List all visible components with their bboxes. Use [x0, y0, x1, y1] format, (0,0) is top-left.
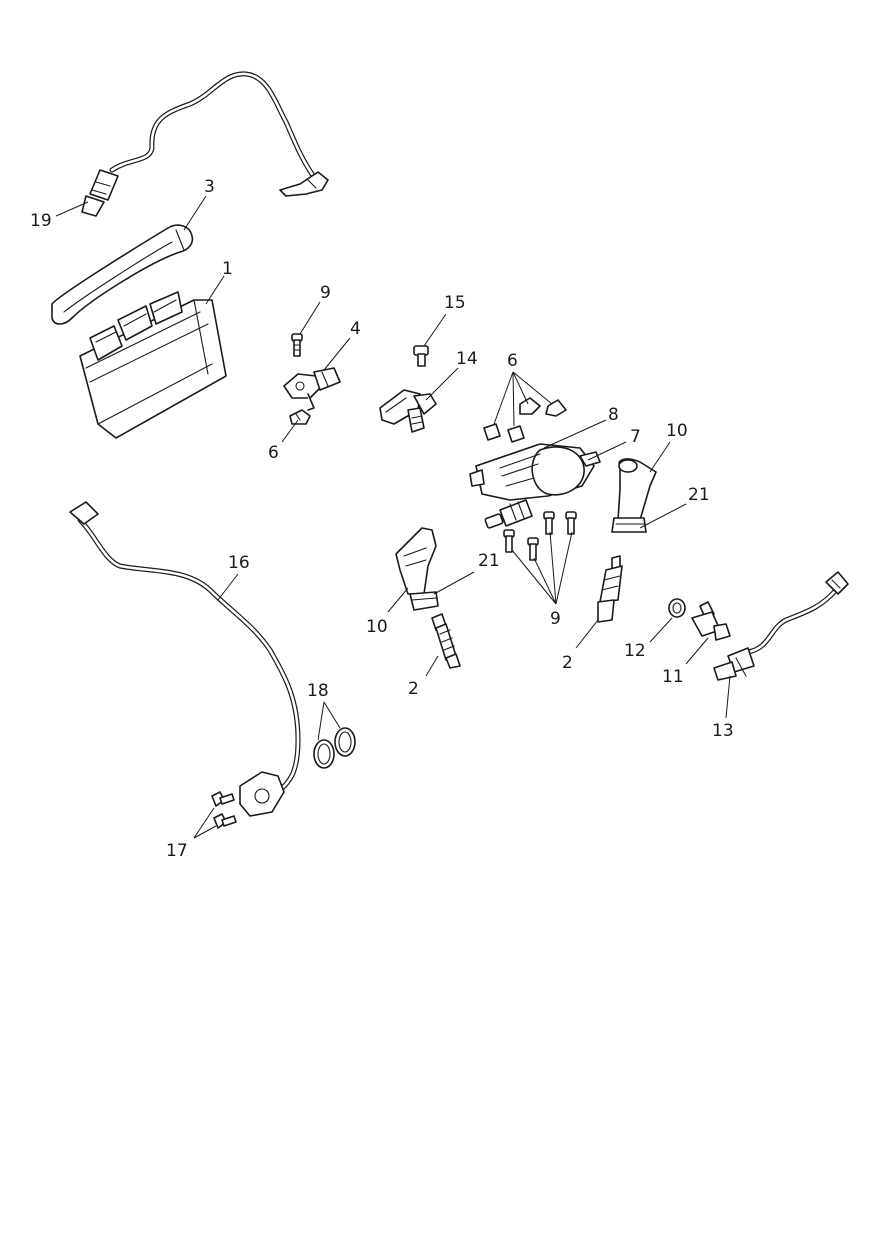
- callouts: 19 3 1 9 4 6 15 14 6 8 7 10 21 21 10 2 9…: [30, 177, 734, 861]
- bolts-17: [211, 791, 237, 829]
- bracket-strap: [51, 224, 194, 325]
- oxygen-sensor-upper: [81, 71, 329, 217]
- callout-3: 3: [204, 177, 215, 197]
- callout-15: 15: [444, 293, 466, 313]
- leader-lines: [55, 195, 731, 839]
- callout-21-left: 21: [478, 551, 500, 571]
- callout-10-right: 10: [666, 421, 688, 441]
- temperature-sensor: [691, 601, 731, 641]
- clips-group: [483, 397, 567, 443]
- callout-7: 7: [630, 427, 641, 447]
- callout-2-left: 2: [408, 679, 419, 699]
- callout-19: 19: [30, 211, 52, 231]
- pressure-sensor: [379, 389, 437, 433]
- callout-18: 18: [307, 681, 329, 701]
- callout-21-right: 21: [688, 485, 710, 505]
- callout-9-single: 9: [320, 283, 331, 303]
- sensor-bracket: [283, 367, 341, 411]
- ignition-cap-left: [395, 527, 439, 611]
- callout-2-right: 2: [562, 653, 573, 673]
- ignition-cap-right: [611, 458, 657, 533]
- callout-17: 17: [166, 841, 188, 861]
- oxygen-sensor-right: [713, 571, 849, 681]
- bolt-single: [291, 333, 303, 357]
- callout-11: 11: [662, 667, 684, 687]
- engine-control-module: [79, 291, 227, 439]
- pump-assembly: [469, 443, 601, 529]
- crank-sensor-harness: [69, 501, 301, 817]
- callout-10-left: 10: [366, 617, 388, 637]
- callout-8: 8: [608, 405, 619, 425]
- callout-14: 14: [456, 349, 478, 369]
- spark-plug-right: [597, 555, 623, 623]
- callout-12: 12: [624, 641, 646, 661]
- callout-1: 1: [222, 259, 233, 279]
- clip-left: [289, 409, 311, 425]
- callout-6-group: 6: [507, 351, 518, 371]
- bolts-group: [503, 511, 577, 561]
- callout-9-group: 9: [550, 609, 561, 629]
- callout-16: 16: [228, 553, 250, 573]
- o-ring: [668, 598, 686, 618]
- callout-6-single: 6: [268, 443, 279, 463]
- callout-13: 13: [712, 721, 734, 741]
- callout-4: 4: [350, 319, 361, 339]
- o-rings-pair: [313, 727, 356, 769]
- spark-plug-left: [431, 613, 461, 669]
- bolt-15: [413, 345, 429, 367]
